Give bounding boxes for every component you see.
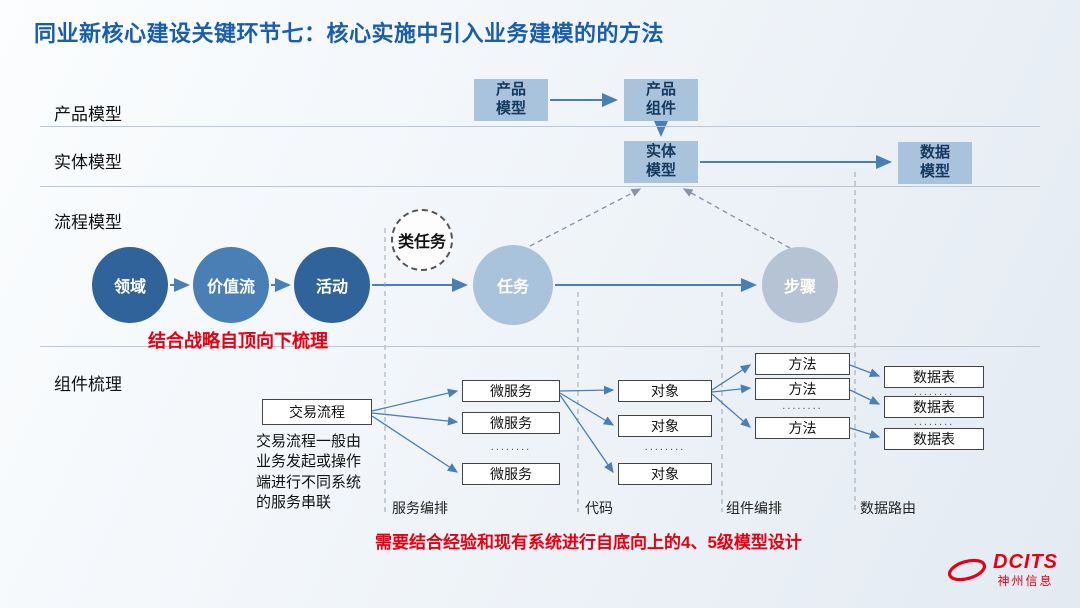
box-product-component: 产品 组件: [624, 79, 698, 121]
section-label-code: 代码: [585, 502, 613, 517]
box-microservice: 微服务: [462, 412, 560, 434]
box-method: 方法: [755, 378, 850, 400]
box-transaction-flow: 交易流程: [262, 399, 372, 425]
row-divider: [40, 126, 1040, 127]
box-entity-model: 实体 模型: [624, 141, 698, 183]
fan-arrow: [711, 384, 752, 394]
ellipsis-dots: ........: [490, 441, 532, 453]
box-object: 对象: [618, 415, 712, 437]
box-method: 方法: [755, 417, 850, 439]
fan-arrow: [711, 393, 751, 428]
fan-arrow: [371, 388, 459, 412]
section-label-component-orchestration: 组件编排: [726, 502, 782, 517]
fan-arrow: [559, 385, 615, 395]
node-step: 步骤: [762, 247, 838, 323]
dcits-logo-icon: [947, 558, 987, 581]
ellipsis-dots: ........: [913, 416, 955, 428]
box-microservice: 微服务: [462, 380, 560, 402]
page-title: 同业新核心建设关键环节七：核心实施中引入业务建模的的方法: [34, 21, 665, 46]
dashed-step-to-entity: [682, 188, 791, 249]
row-divider: [40, 346, 1040, 347]
ellipsis-dots: ........: [782, 400, 823, 412]
fan-arrow: [849, 427, 881, 439]
node-activity: 活动: [294, 247, 370, 323]
box-data-table: 数据表: [884, 428, 984, 450]
node-value-stream: 价值流: [193, 247, 269, 323]
box-object: 对象: [618, 463, 712, 485]
annotation-top-down: 结合战略自顶向下梳理: [148, 331, 328, 351]
transaction-flow-note: 交易流程一般由 业务发起或操作 端进行不同系统 的服务串联: [256, 434, 362, 511]
section-label-service-orchestration: 服务编排: [392, 502, 448, 517]
box-data-table: 数据表: [884, 396, 984, 418]
node-domain: 领域: [92, 247, 168, 323]
box-product-model: 产品 模型: [474, 79, 548, 121]
fan-arrow: [371, 412, 459, 426]
node-task-class: 类任务: [391, 209, 453, 271]
logo-company: 神州信息: [997, 574, 1054, 588]
ellipsis-dots: ........: [913, 386, 955, 398]
box-method: 方法: [755, 353, 850, 375]
fan-arrow: [559, 392, 615, 426]
section-label-data-routing: 数据路由: [860, 502, 916, 517]
fan-arrow: [371, 415, 459, 473]
dcits-logo: DCITS 神州信息: [946, 552, 1058, 587]
row-label-component-sorting: 组件梳理: [54, 375, 122, 394]
annotation-bottom-up: 需要结合经验和现有系统进行自底向上的4、5级模型设计: [375, 533, 802, 552]
row-divider: [40, 186, 1040, 187]
fan-arrow: [711, 364, 752, 391]
row-label-process-model: 流程模型: [54, 213, 122, 232]
row-label-product-model: 产品模型: [54, 105, 122, 124]
logo-brand: DCITS: [993, 551, 1058, 573]
ellipsis-dots: ........: [644, 441, 686, 453]
box-data-table: 数据表: [884, 366, 984, 388]
box-object: 对象: [618, 380, 712, 402]
dashed-task-to-entity: [529, 188, 642, 247]
row-label-entity-model: 实体模型: [54, 153, 122, 172]
node-task: 任务: [473, 245, 553, 325]
box-microservice: 微服务: [462, 463, 560, 485]
fan-arrow: [849, 364, 881, 378]
fan-arrow: [559, 394, 614, 474]
dcits-logo-text: DCITS 神州信息: [993, 552, 1058, 587]
fan-arrow: [849, 389, 881, 405]
box-data-model: 数据 模型: [898, 142, 972, 184]
